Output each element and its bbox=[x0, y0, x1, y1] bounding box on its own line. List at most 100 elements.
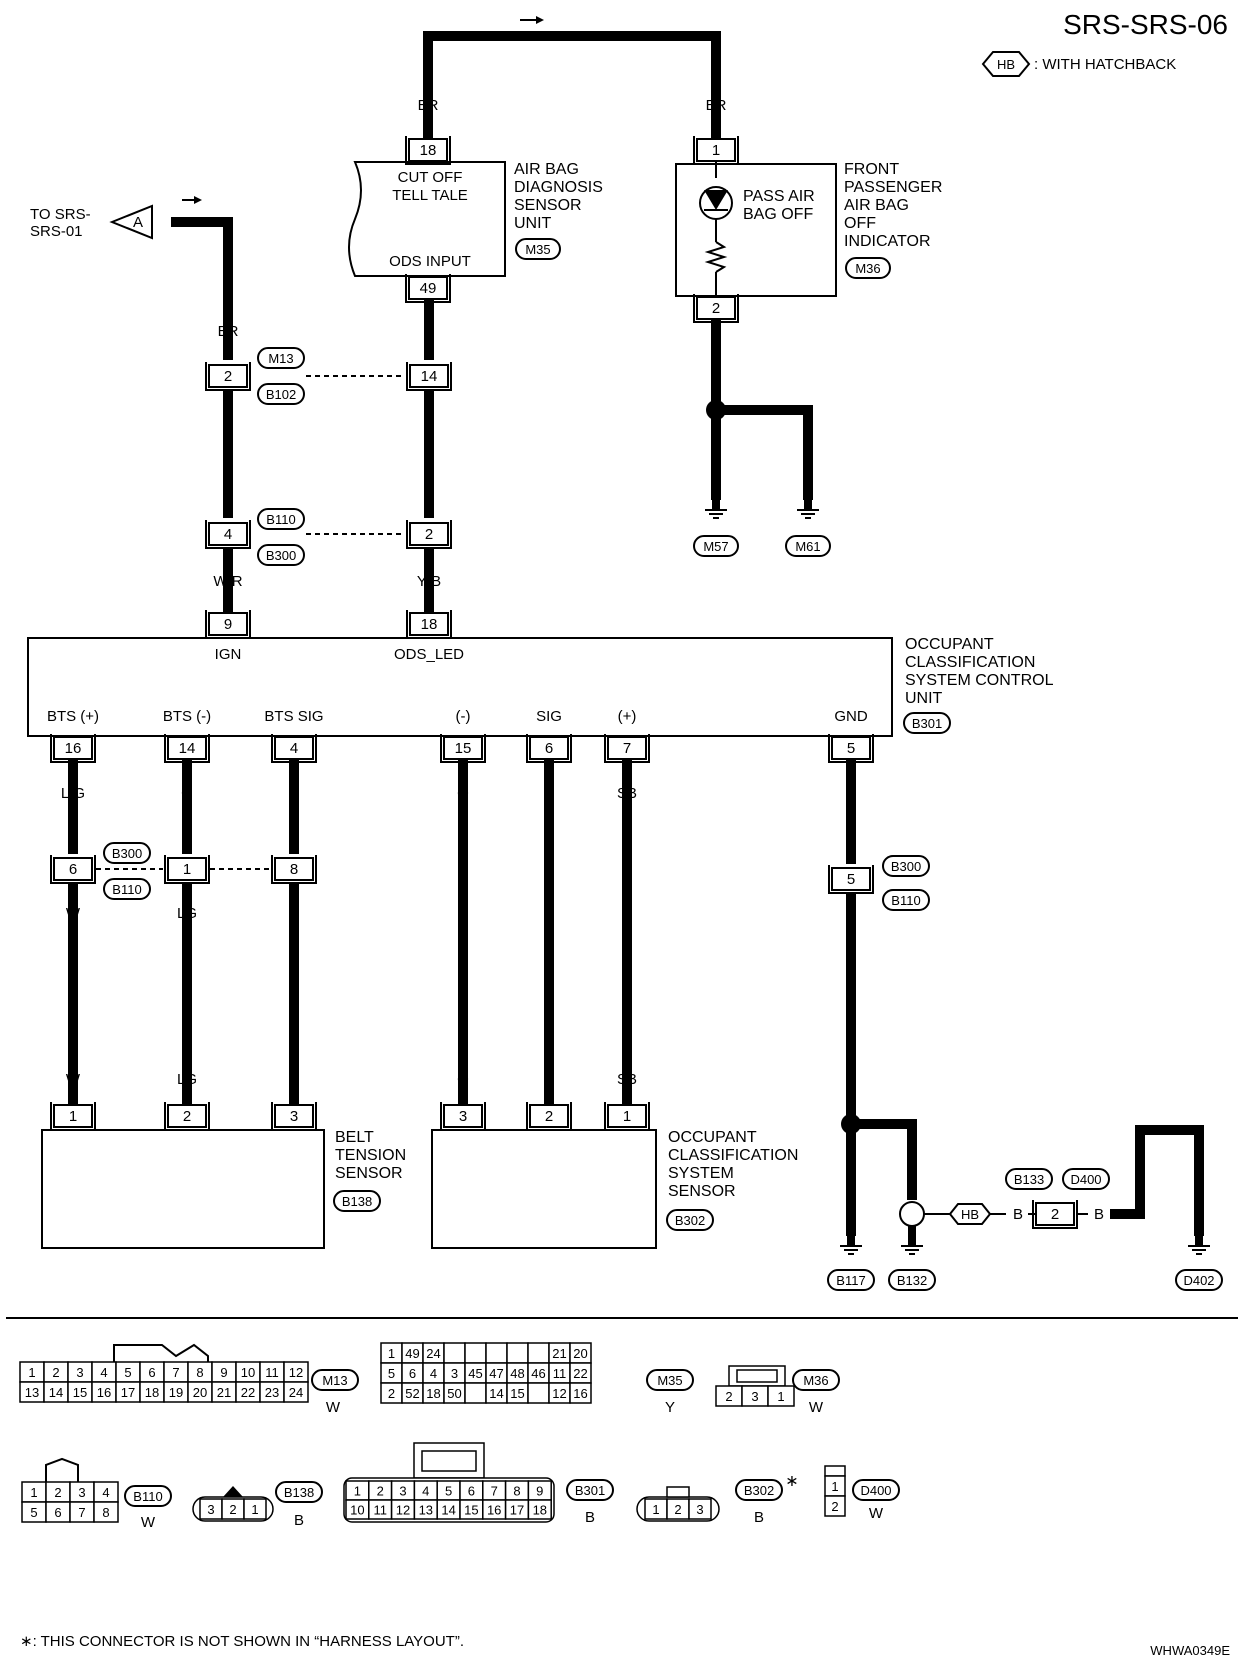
cavity bbox=[485, 1342, 508, 1364]
wire-color: B bbox=[907, 1169, 917, 1186]
wire-color: LG bbox=[177, 1071, 197, 1088]
cavity-number: 5 bbox=[30, 1505, 37, 1520]
cavity-number: 3 bbox=[78, 1485, 85, 1500]
occupant-classification-system-sensor: 3 2 1 OCCUPANT CLASSIFICATION SYSTEM SEN… bbox=[431, 1101, 798, 1249]
wire-color: O bbox=[457, 1071, 469, 1088]
connector-color: W bbox=[326, 1399, 341, 1416]
pin: 2 bbox=[183, 1108, 191, 1125]
b302-label: SYSTEM bbox=[668, 1165, 734, 1182]
cavity-number: 2 bbox=[52, 1365, 59, 1380]
cavity-number: 3 bbox=[207, 1502, 214, 1517]
figure-code: WHWA0349E bbox=[1150, 1643, 1230, 1658]
cavity-number: 16 bbox=[97, 1385, 111, 1400]
cavity bbox=[527, 1382, 550, 1404]
b301-label: UNIT bbox=[905, 690, 943, 707]
cavity-number: 15 bbox=[510, 1386, 524, 1401]
wire-color: SB bbox=[617, 1071, 637, 1088]
ref-label: B300 bbox=[891, 859, 921, 874]
cavity bbox=[767, 1385, 795, 1407]
b302-ref: B302 bbox=[675, 1213, 705, 1228]
cavity-number: 47 bbox=[489, 1366, 503, 1381]
cavity-number: 4 bbox=[100, 1365, 107, 1380]
wire-color: Y bbox=[544, 1071, 554, 1088]
b301-label: SYSTEM CONTROL bbox=[905, 672, 1054, 689]
ground-m57: M57 bbox=[703, 539, 728, 554]
cavity-number: 52 bbox=[405, 1386, 419, 1401]
not-shown-mark: ∗ bbox=[785, 1473, 798, 1490]
wire-color: B bbox=[1135, 1169, 1145, 1186]
cavity-number: 18 bbox=[145, 1385, 159, 1400]
cavity bbox=[464, 1342, 487, 1364]
cavity-number: 10 bbox=[350, 1503, 364, 1518]
legend-text: : WITH HATCHBACK bbox=[1034, 56, 1176, 73]
joint-connector-b300-b110-gnd: 5 B300 B110 bbox=[828, 855, 930, 911]
wire-color: L bbox=[425, 325, 433, 342]
ref-label: B300 bbox=[266, 548, 296, 563]
cavity bbox=[688, 1498, 712, 1520]
cavity-number: 17 bbox=[510, 1503, 524, 1518]
terminal-gnd: GND bbox=[834, 708, 868, 725]
ref-label: D400 bbox=[860, 1483, 891, 1498]
cavity-number: 9 bbox=[536, 1484, 543, 1499]
wire-color: O bbox=[457, 785, 469, 802]
m35-label: SENSOR bbox=[514, 197, 582, 214]
pin: 3 bbox=[290, 1108, 298, 1125]
cavity-number: 49 bbox=[405, 1346, 419, 1361]
wire-color: BR bbox=[218, 323, 239, 340]
cavity bbox=[527, 1342, 550, 1364]
connector-color: B bbox=[585, 1509, 595, 1526]
m36-label: INDICATOR bbox=[844, 233, 931, 250]
cavity-number: 12 bbox=[552, 1386, 566, 1401]
wire-color: BR bbox=[706, 97, 727, 114]
cavity-number: 7 bbox=[172, 1365, 179, 1380]
wire-color: B bbox=[711, 347, 721, 364]
cavity bbox=[243, 1498, 267, 1520]
offpage-wire: BR bbox=[174, 214, 195, 231]
legend-symbol: HB bbox=[997, 57, 1015, 72]
pin: 1 bbox=[69, 1108, 77, 1125]
terminal-minus: (-) bbox=[456, 708, 471, 725]
cavity-number: 6 bbox=[148, 1365, 155, 1380]
ground-b132: B132 bbox=[897, 1273, 927, 1288]
ref-label: B102 bbox=[266, 387, 296, 402]
cavity-number: 8 bbox=[513, 1484, 520, 1499]
cavity bbox=[93, 1501, 119, 1523]
ground-network-lower: HB B 2 B B133 D400 B117 B132 D402 bbox=[827, 1114, 1223, 1291]
ref-label: B300 bbox=[112, 846, 142, 861]
pin: 3 bbox=[459, 1108, 467, 1125]
wire-color: Y/B bbox=[417, 573, 441, 590]
cavity-number: 5 bbox=[388, 1366, 395, 1381]
wire-color: R bbox=[223, 487, 234, 504]
b302-label: OCCUPANT bbox=[668, 1129, 757, 1146]
pin: 6 bbox=[545, 740, 553, 757]
cavity-number: 1 bbox=[28, 1365, 35, 1380]
terminal-bts-sig: BTS SIG bbox=[264, 708, 323, 725]
cavity-number: 15 bbox=[73, 1385, 87, 1400]
cavity-number: 4 bbox=[102, 1485, 109, 1500]
m36-ref: M36 bbox=[855, 261, 880, 276]
cavity-number: 24 bbox=[426, 1346, 440, 1361]
wire-color: L bbox=[425, 487, 433, 504]
cavity-number: 20 bbox=[573, 1346, 587, 1361]
cavity-number: 50 bbox=[447, 1386, 461, 1401]
m36-label: PASSENGER bbox=[844, 179, 942, 196]
m35-label: AIR BAG bbox=[514, 161, 579, 178]
splice-dot bbox=[841, 1114, 861, 1134]
b302-label: CLASSIFICATION bbox=[668, 1147, 798, 1164]
pin: 16 bbox=[65, 740, 82, 757]
ref-label: B301 bbox=[575, 1483, 605, 1498]
offpage-letter: A bbox=[133, 214, 143, 231]
lamp-label: BAG OFF bbox=[743, 206, 813, 223]
b301-label: OCCUPANT bbox=[905, 636, 994, 653]
cavity-number: 3 bbox=[399, 1484, 406, 1499]
connector-color: Y bbox=[665, 1399, 675, 1416]
cavity-number: 23 bbox=[265, 1385, 279, 1400]
wire-color: B bbox=[1013, 1206, 1023, 1223]
connector-color: W bbox=[141, 1514, 156, 1531]
cavity bbox=[824, 1495, 846, 1517]
cavity-number: 11 bbox=[553, 1366, 567, 1381]
